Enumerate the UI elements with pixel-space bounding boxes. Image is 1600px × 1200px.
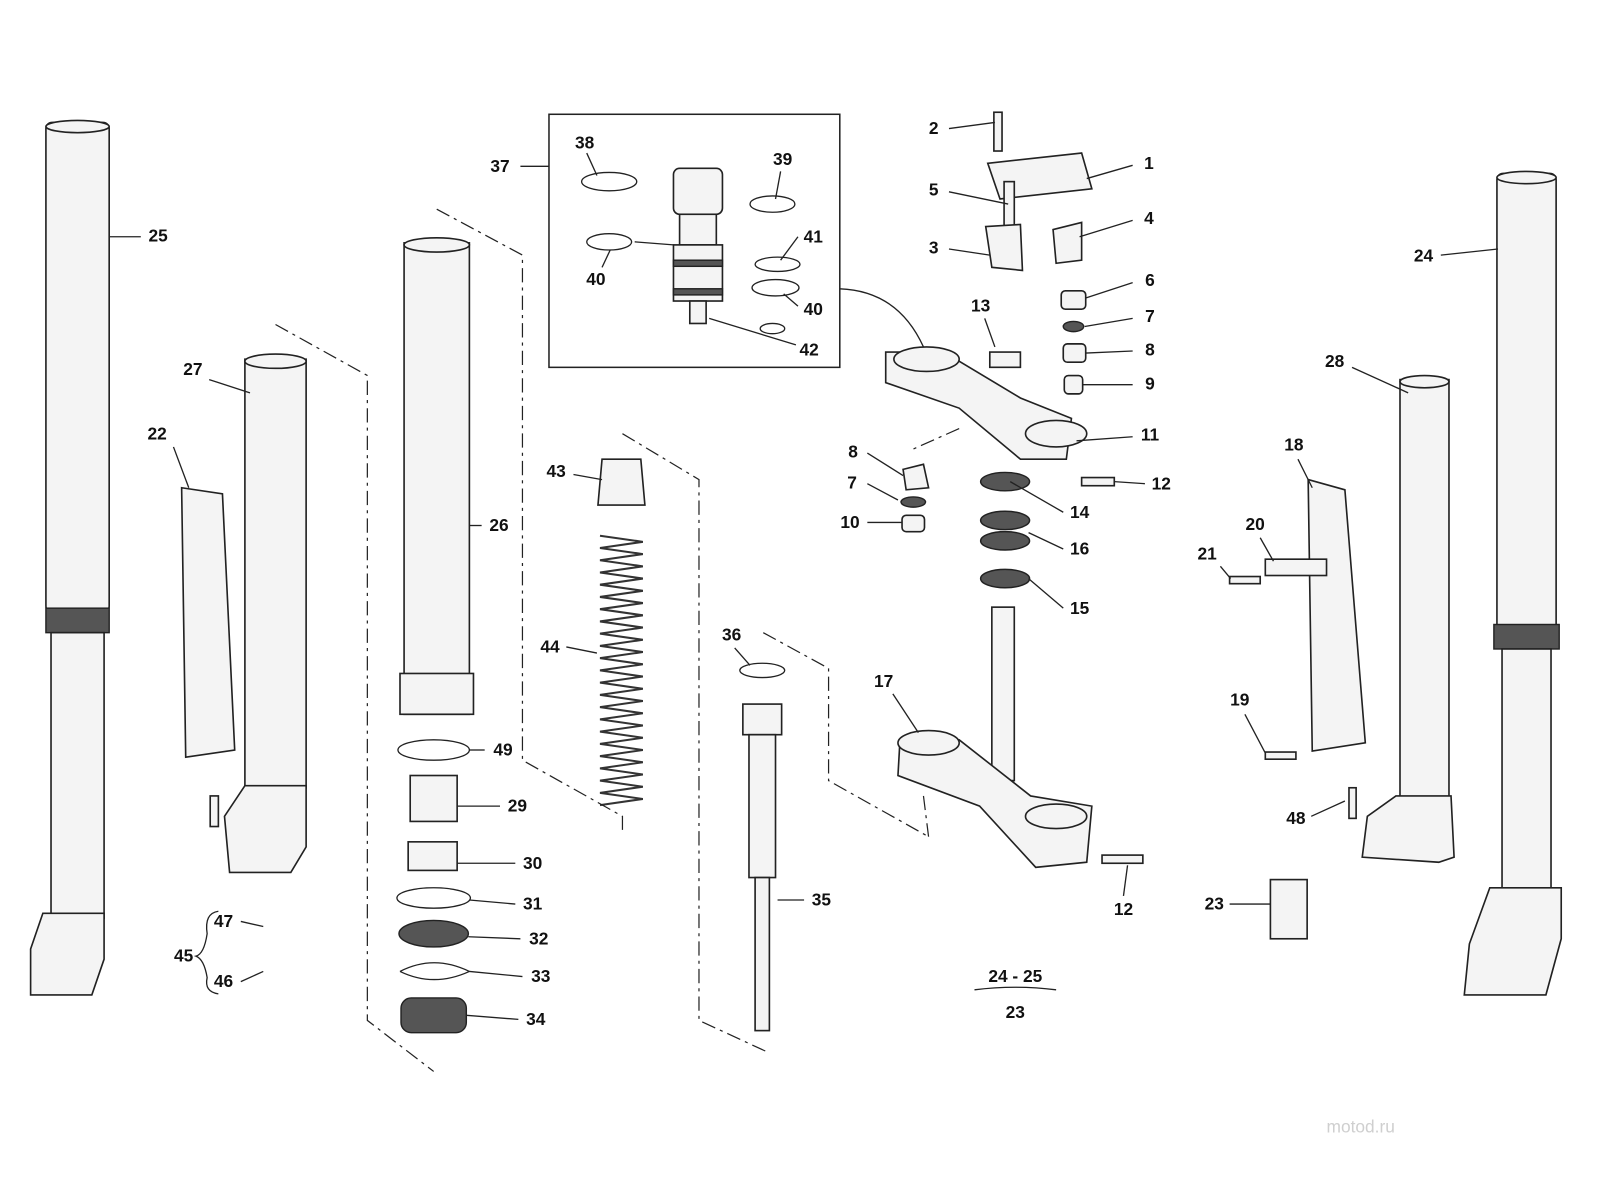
label-15: 15 (1070, 598, 1090, 618)
label-13: 13 (971, 296, 991, 316)
assembly-lines (275, 208, 960, 1072)
label-22: 22 (148, 423, 167, 443)
spring-44 (597, 458, 646, 807)
label-28: 28 (1325, 351, 1345, 371)
note-24-25: 24 - 25 (988, 966, 1042, 986)
label-24: 24 (1414, 246, 1434, 266)
label-30: 30 (523, 853, 542, 873)
label-34: 34 (526, 1009, 546, 1029)
label-16: 16 (1070, 539, 1090, 559)
label-42: 42 (800, 340, 819, 360)
clamp-20-bolt-21 (1228, 558, 1328, 940)
label-7: 7 (1145, 306, 1155, 326)
label-40: 40 (804, 299, 823, 319)
label-11: 11 (1141, 424, 1160, 444)
label-46: 46 (214, 971, 234, 991)
label-12: 12 (1152, 473, 1171, 493)
label-32: 32 (529, 928, 548, 948)
label-2: 2 (929, 118, 939, 138)
fork-tube-24 (1463, 170, 1563, 996)
label-14: 14 (1070, 502, 1090, 522)
note-23: 23 (1006, 1002, 1026, 1022)
label-43: 43 (546, 461, 566, 481)
label-1: 1 (1144, 153, 1154, 173)
label-12: 12 (1114, 899, 1133, 919)
label-45: 45 (174, 946, 194, 966)
fork-tube-25 (29, 119, 110, 996)
label-23: 23 (1205, 894, 1225, 914)
fork-guard-22 (180, 486, 236, 759)
label-20: 20 (1245, 514, 1264, 534)
label-5: 5 (929, 179, 939, 199)
label-44: 44 (540, 637, 560, 657)
leader-lines (109, 121, 1499, 1021)
watermark-text: motod.ru (1327, 1117, 1395, 1137)
label-36: 36 (722, 624, 742, 644)
bolt (1348, 786, 1357, 820)
label-31: 31 (523, 894, 543, 914)
damper-rod-35 (739, 662, 786, 1032)
label-49: 49 (493, 740, 512, 760)
label-47: 47 (214, 911, 233, 931)
label-7: 7 (847, 472, 857, 492)
label-35: 35 (812, 890, 832, 910)
label-40: 40 (586, 269, 605, 289)
label-8: 8 (1145, 340, 1155, 360)
label-4: 4 (1144, 208, 1154, 228)
label-17: 17 (874, 671, 893, 691)
steering-head (884, 111, 1144, 869)
label-48: 48 (1286, 808, 1306, 828)
label-6: 6 (1145, 270, 1155, 290)
label-41: 41 (804, 226, 824, 246)
label-29: 29 (508, 796, 527, 816)
fork-guard-18 (1307, 478, 1367, 752)
label-37: 37 (490, 156, 509, 176)
label-8: 8 (848, 442, 858, 462)
label-33: 33 (531, 966, 551, 986)
label-25: 25 (149, 225, 169, 245)
part-labels: 25 27 22 26 37 38 39 40 41 40 42 43 44 4… (148, 118, 1434, 1029)
label-3: 3 (929, 238, 939, 258)
label-19: 19 (1230, 690, 1249, 710)
label-9: 9 (1145, 373, 1155, 393)
bolt (209, 795, 220, 828)
label-27: 27 (183, 359, 202, 379)
outer-tube-26 (399, 236, 475, 716)
inner-tube-27 (223, 353, 307, 874)
seals-bushings (396, 739, 472, 1034)
inset-cartridge-37 (548, 113, 925, 369)
label-38: 38 (575, 132, 595, 152)
label-21: 21 (1198, 544, 1218, 564)
label-26: 26 (489, 515, 509, 535)
label-39: 39 (773, 149, 792, 169)
label-18: 18 (1284, 434, 1304, 454)
label-10: 10 (840, 512, 859, 532)
inner-tube-28 (1361, 374, 1455, 864)
